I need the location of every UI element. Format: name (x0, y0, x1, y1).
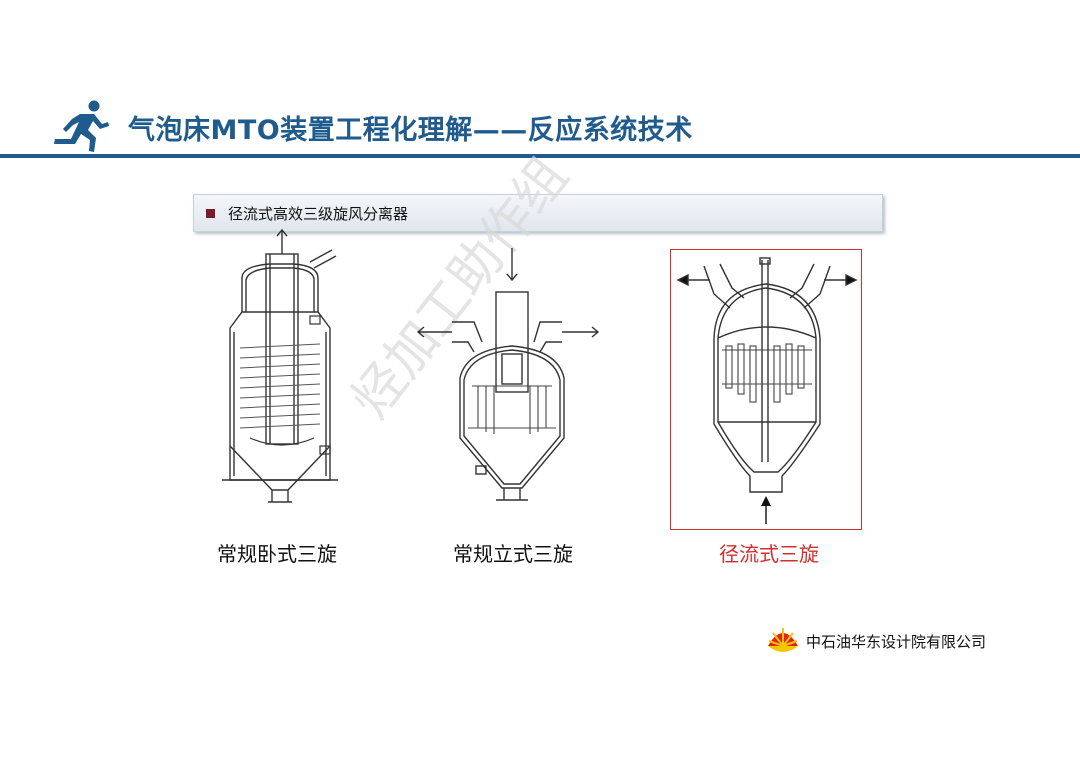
vertical-cyclone-diagram (416, 248, 600, 501)
radial-cyclone-diagram (676, 257, 858, 524)
cnpc-logo-icon (768, 628, 798, 652)
caption-horizontal-cyclone: 常规卧式三旋 (217, 542, 337, 566)
page-title: 气泡床MTO装置工程化理解——反应系统技术 (128, 115, 693, 146)
section-header: 径流式高效三级旋风分离器 (193, 194, 883, 232)
caption-vertical-cyclone: 常规立式三旋 (453, 542, 573, 566)
bullet-square-icon (206, 209, 215, 218)
title-divider (0, 154, 1080, 158)
horizontal-cyclone-diagram (222, 228, 338, 503)
section-title: 径流式高效三级旋风分离器 (228, 205, 409, 223)
caption-radial-cyclone: 径流式三旋 (719, 542, 819, 566)
company-name: 中石油华东设计院有限公司 (806, 633, 987, 651)
running-man-icon (54, 100, 109, 152)
highlight-box (670, 249, 862, 530)
